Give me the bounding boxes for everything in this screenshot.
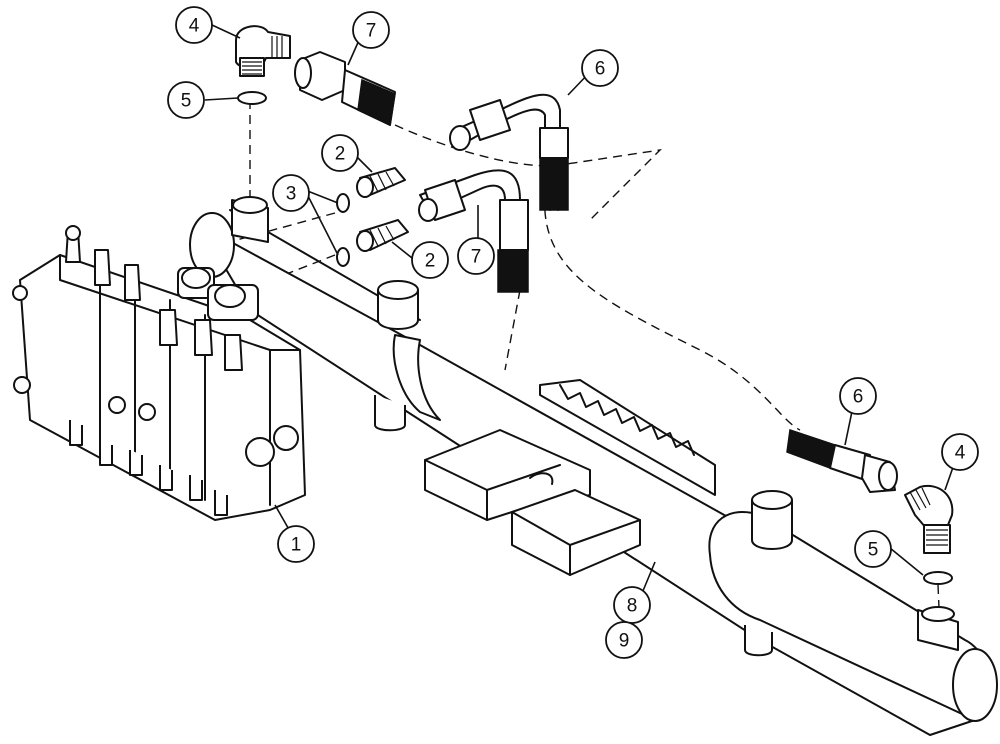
o-ring-top <box>237 91 267 105</box>
callout-9: 9 <box>605 621 643 659</box>
o-ring-upper <box>336 193 350 213</box>
hose-seven-middle <box>418 169 529 293</box>
hose-six-lower <box>786 429 898 493</box>
hose-seven-top <box>294 51 396 127</box>
callout-1: 1 <box>277 525 315 563</box>
o-ring-lower <box>336 247 350 267</box>
callout-6-top: 6 <box>581 49 619 87</box>
callout-2-lower-label: 2 <box>425 251 436 272</box>
callout-4-lower: 4 <box>941 433 979 471</box>
callout-7-top: 7 <box>352 11 390 49</box>
callout-4-top: 4 <box>175 6 213 44</box>
callout-5-lower: 5 <box>854 530 892 568</box>
callout-1-label: 1 <box>291 535 302 556</box>
mounting-plates <box>424 429 641 576</box>
callout-8: 8 <box>613 586 651 624</box>
callout-7-top-label: 7 <box>366 21 377 42</box>
callout-2-upper-label: 2 <box>335 144 346 165</box>
hose-six-top <box>449 93 569 211</box>
adapter-fitting-upper <box>356 167 406 198</box>
callout-6-lower: 6 <box>839 377 877 415</box>
callout-7-middle-label: 7 <box>471 247 482 268</box>
callout-6-top-label: 6 <box>595 59 606 80</box>
callout-8-label: 8 <box>627 596 638 617</box>
callout-3-label: 3 <box>286 184 297 205</box>
elbow-fitting-top <box>235 25 291 77</box>
callout-4-top-label: 4 <box>189 16 200 37</box>
callout-2-lower: 2 <box>411 241 449 279</box>
callout-3: 3 <box>272 174 310 212</box>
callout-5-top: 5 <box>167 81 205 119</box>
adapter-fitting-lower <box>356 219 409 252</box>
callout-4-lower-label: 4 <box>955 443 966 464</box>
callout-5-lower-label: 5 <box>868 540 879 561</box>
callout-2-upper: 2 <box>321 134 359 172</box>
control-valve <box>12 225 306 521</box>
callout-6-lower-label: 6 <box>853 387 864 408</box>
callout-7-middle: 7 <box>457 237 495 275</box>
callout-5-top-label: 5 <box>181 91 192 112</box>
callout-9-label: 9 <box>619 631 630 652</box>
elbow-fitting-lower <box>904 484 954 554</box>
o-ring-lower-right <box>923 571 953 585</box>
